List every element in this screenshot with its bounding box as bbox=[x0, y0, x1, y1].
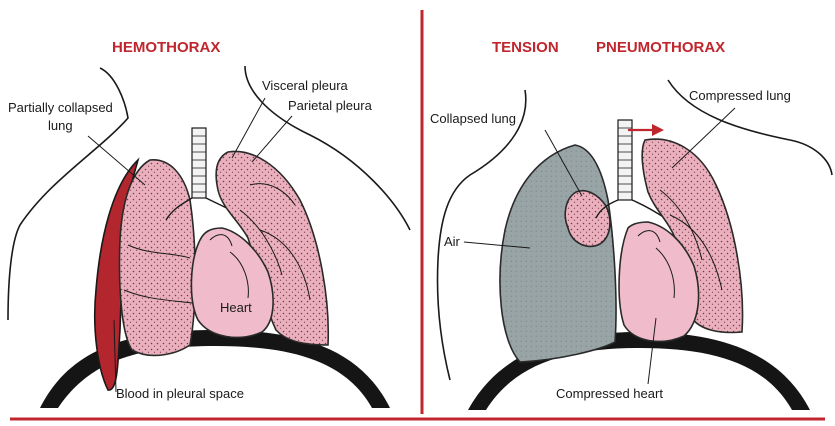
air-region bbox=[500, 145, 616, 362]
partially-collapsed-lung bbox=[120, 160, 196, 356]
blood-label: Blood in pleural space bbox=[116, 386, 244, 401]
partially-collapsed-label-line1: Partially collapsed bbox=[8, 100, 113, 115]
hemothorax-title: HEMOTHORAX bbox=[112, 39, 220, 56]
hemothorax-panel: HEMOTHORAX Partially collapsed lung Visc… bbox=[8, 39, 410, 408]
air-label: Air bbox=[444, 234, 461, 249]
tension-pneumothorax-panel: TENSION PNEUMOTHORAX Collapsed lung Comp… bbox=[430, 39, 832, 410]
visceral-pleura-label: Visceral pleura bbox=[262, 78, 349, 93]
tension-title: TENSION bbox=[492, 39, 559, 56]
partially-collapsed-label-line2: lung bbox=[48, 118, 73, 133]
heart-label: Heart bbox=[220, 300, 252, 315]
mediastinal-shift-arrow bbox=[628, 124, 664, 136]
compressed-lung-label: Compressed lung bbox=[689, 88, 791, 103]
pneumothorax-title: PNEUMOTHORAX bbox=[596, 39, 725, 56]
parietal-pleura-label: Parietal pleura bbox=[288, 98, 373, 113]
compressed-heart-label: Compressed heart bbox=[556, 386, 663, 401]
collapsed-lung-label: Collapsed lung bbox=[430, 111, 516, 126]
